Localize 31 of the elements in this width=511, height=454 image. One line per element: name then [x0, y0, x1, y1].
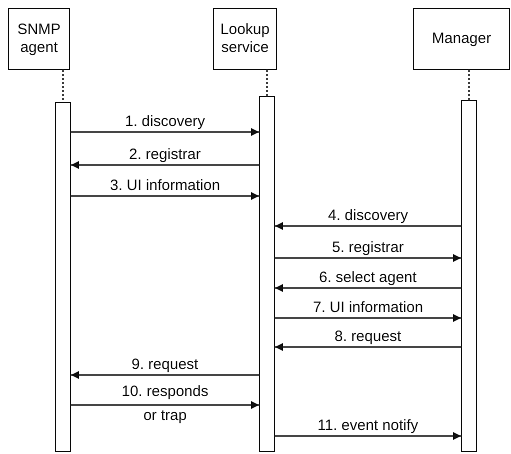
edge-label: 7. UI information [313, 299, 424, 316]
edge-label: 10. responds or trap [120, 382, 210, 426]
lifeline [468, 70, 470, 100]
arrow [275, 314, 461, 322]
arrow [71, 371, 259, 379]
activation-bar [259, 96, 275, 452]
lifeline [266, 70, 268, 96]
activation-bar [55, 102, 71, 452]
arrow [71, 161, 259, 169]
arrow [275, 254, 461, 262]
edge-label: 1. discovery [125, 113, 206, 130]
edge-label: 5. registrar [332, 239, 404, 256]
activation-bar [461, 100, 477, 452]
arrow [71, 128, 259, 136]
lifeline [62, 70, 64, 102]
participant-box: SNMP agent [8, 8, 70, 70]
edge-label: 11. event notify [318, 417, 418, 434]
arrow [275, 343, 461, 351]
edge-label: 8. request [334, 328, 402, 345]
participant-box: Lookup service [213, 8, 277, 70]
arrow [275, 284, 461, 292]
arrow [275, 432, 461, 440]
edge-label: 9. request [132, 356, 198, 373]
edge-label: 3. UI information [110, 177, 220, 194]
participant-box: Manager [413, 8, 510, 70]
arrow [71, 401, 259, 409]
arrow [71, 192, 259, 200]
edge-label: 6. select agent [319, 269, 417, 286]
edge-label: 2. registrar [129, 146, 201, 163]
arrow [275, 222, 461, 230]
edge-label: 4. discovery [328, 207, 408, 224]
